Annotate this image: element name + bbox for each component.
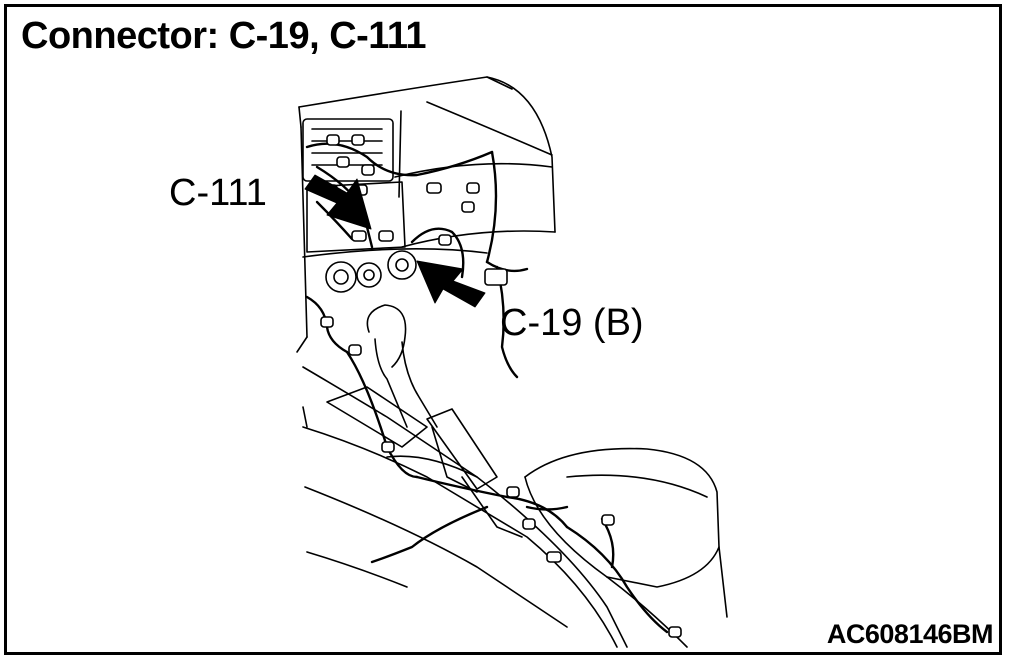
c111-arrow — [304, 174, 372, 230]
wiring-harness — [305, 142, 669, 634]
parking-brake — [426, 408, 523, 538]
armrest — [524, 447, 728, 648]
label-c19: C-19 (B) — [500, 302, 644, 344]
label-c111: C-111 — [169, 172, 267, 214]
center-console — [302, 366, 628, 648]
c19-arrow — [416, 260, 486, 308]
figure-code: AC608146BM — [826, 619, 994, 649]
center-stack — [302, 118, 556, 258]
diagram-frame: Connector: C-19, C-111 — [4, 4, 1002, 655]
diagram-title: Connector: C-19, C-111 — [21, 15, 427, 57]
climate-knobs — [325, 250, 417, 293]
connector-location-drawing: C-111 C-19 (B) — [169, 76, 728, 648]
shift-knob — [366, 304, 438, 428]
dashboard-outline — [296, 76, 556, 353]
